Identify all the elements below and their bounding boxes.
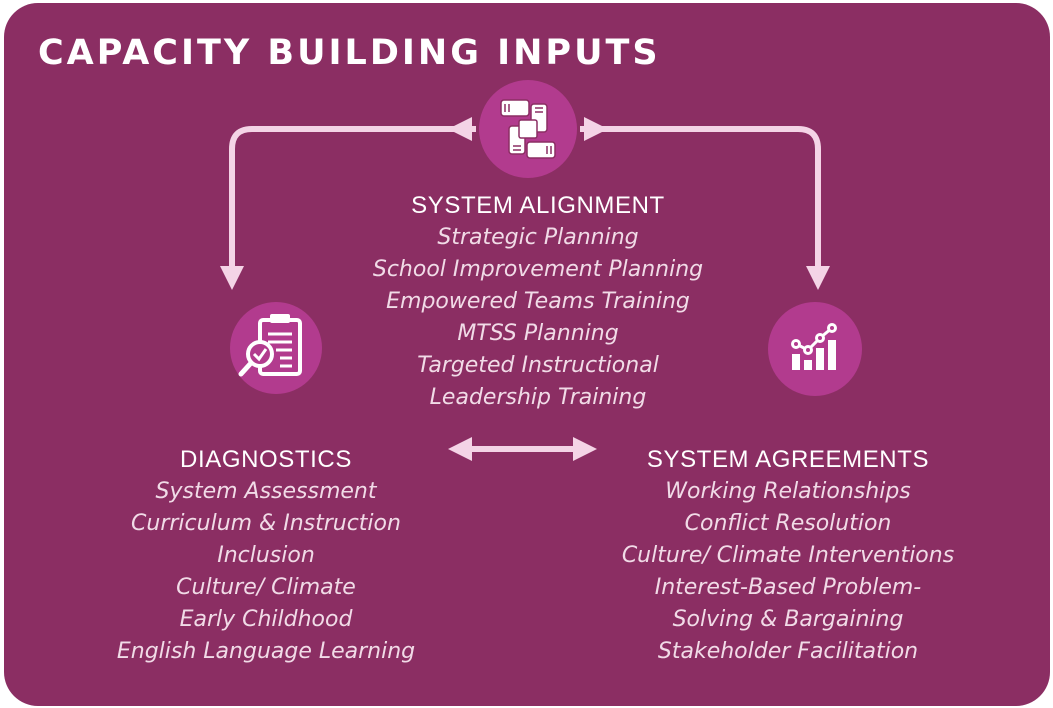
list-item: Culture/ Climate: [176, 575, 356, 600]
list-item: Strategic Planning: [437, 225, 639, 250]
page-title: CAPACITY BUILDING INPUTS: [38, 33, 661, 73]
clipboard-check-icon: [230, 302, 322, 394]
list-item: Conflict Resolution: [684, 511, 892, 536]
list-item: MTSS Planning: [457, 321, 619, 346]
growth-chart-icon: [768, 302, 862, 396]
system-agreements-block: SYSTEM AGREEMENTS Working Relationships …: [568, 444, 1008, 668]
list-item: Early Childhood: [179, 607, 353, 632]
list-item: Curriculum & Instruction: [131, 511, 401, 536]
list-item: Empowered Teams Training: [386, 289, 690, 314]
list-item: Interest-Based Problem-: [654, 575, 922, 600]
list-item: Leadership Training: [429, 385, 647, 410]
arrow-alignment-to-agreements: [597, 126, 830, 290]
hands-teamwork-icon: [479, 80, 577, 178]
system-alignment-heading: SYSTEM ALIGNMENT: [411, 192, 665, 219]
list-item: Stakeholder Facilitation: [657, 639, 919, 664]
diagnostics-block: DIAGNOSTICS System Assessment Curriculum…: [56, 444, 476, 668]
list-item: Culture/ Climate Interventions: [621, 543, 955, 568]
list-item: Working Relationships: [665, 479, 911, 504]
system-agreements-heading: SYSTEM AGREEMENTS: [646, 446, 930, 473]
arrow-alignment-to-diagnostics: [220, 126, 459, 290]
diagnostics-heading: DIAGNOSTICS: [180, 446, 352, 473]
list-item: System Assessment: [155, 479, 377, 504]
list-item: English Language Learning: [116, 639, 416, 664]
list-item: School Improvement Planning: [372, 257, 704, 282]
list-item: Solving & Bargaining: [672, 607, 904, 632]
system-alignment-block: SYSTEM ALIGNMENT Strategic Planning Scho…: [318, 190, 758, 414]
list-item: Inclusion: [217, 543, 315, 568]
list-item: Targeted Instructional: [417, 353, 659, 378]
